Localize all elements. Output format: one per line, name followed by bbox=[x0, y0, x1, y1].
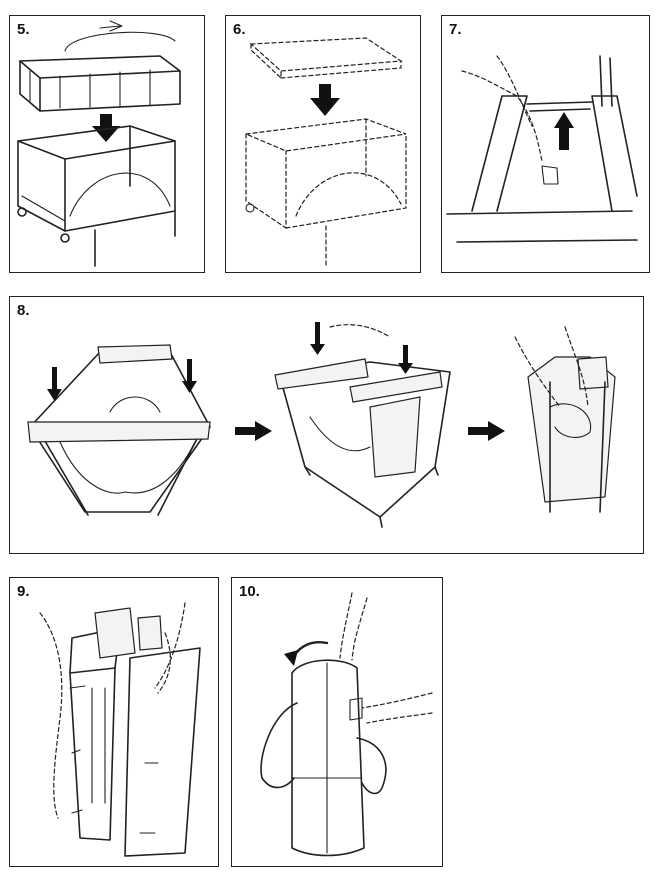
step-10-panel: 10. bbox=[231, 577, 443, 867]
step-7-illustration bbox=[446, 55, 638, 243]
down-arrow-icon bbox=[310, 322, 325, 355]
step-6-label: 6. bbox=[233, 21, 246, 38]
step-5-panel: 5. bbox=[9, 15, 205, 273]
up-arrow-icon bbox=[554, 112, 574, 150]
step-9-illustration bbox=[39, 602, 201, 857]
down-arrow-icon bbox=[47, 367, 62, 401]
down-arrow-icon bbox=[310, 84, 340, 116]
right-arrow-icon bbox=[468, 421, 505, 441]
step-9-label: 9. bbox=[17, 583, 30, 600]
step-8-label: 8. bbox=[17, 302, 30, 319]
right-arrow-icon bbox=[235, 421, 272, 441]
down-arrow-icon bbox=[182, 359, 197, 393]
step-6-illustration bbox=[243, 37, 407, 267]
step-8-illustration bbox=[27, 322, 616, 528]
step-7-label: 7. bbox=[449, 21, 462, 38]
step-5-label: 5. bbox=[17, 21, 30, 38]
step-10-label: 10. bbox=[239, 583, 260, 600]
curved-arrow-icon bbox=[284, 641, 329, 666]
step-9-panel: 9. bbox=[9, 577, 219, 867]
step-10-illustration bbox=[260, 592, 433, 857]
step-7-panel: 7. bbox=[441, 15, 650, 273]
step-5-illustration bbox=[17, 20, 181, 267]
step-8-panel: 8. bbox=[9, 296, 644, 554]
step-6-panel: 6. bbox=[225, 15, 421, 273]
down-arrow-icon bbox=[398, 345, 413, 374]
